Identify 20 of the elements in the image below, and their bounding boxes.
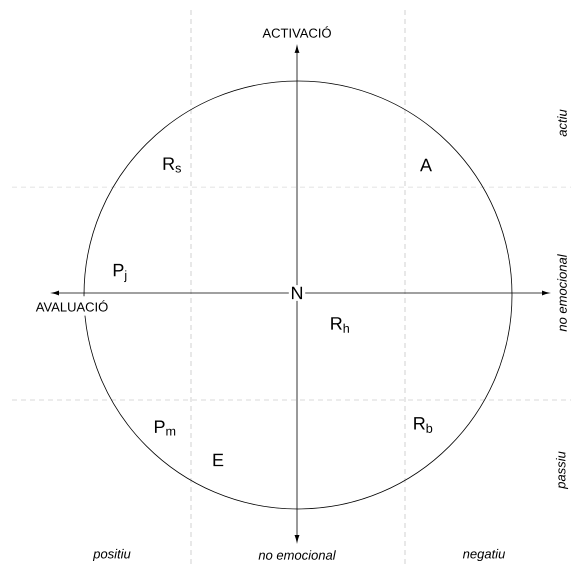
- region-letter: R$_{h}$: [331, 317, 349, 333]
- arrow: [294, 46, 300, 286]
- region-letter: E: [213, 454, 224, 466]
- arrow: [294, 300, 300, 542]
- axis-origin-label: N: [292, 286, 302, 300]
- row-label: actiu: [557, 110, 567, 136]
- row-label: passiu: [556, 451, 568, 490]
- axis-label: AVALUACIÓ: [32, 296, 112, 316]
- arrow: [304, 290, 550, 296]
- row-label: no emocional: [557, 254, 567, 332]
- column-label: negatiu: [462, 548, 506, 562]
- region-letter: A: [420, 158, 432, 172]
- arrow: [52, 290, 290, 296]
- region-letter: P$_{m}$: [154, 420, 176, 436]
- column-label: no emocional: [258, 550, 336, 560]
- region-letter: P$_{j}$: [114, 264, 126, 282]
- region-letter: R$_{s}$: [164, 157, 181, 173]
- column-label: positiu: [92, 548, 131, 562]
- region-letter: R$_{b}$: [414, 417, 432, 433]
- axis-label: ACTIVACIÓ: [262, 26, 331, 38]
